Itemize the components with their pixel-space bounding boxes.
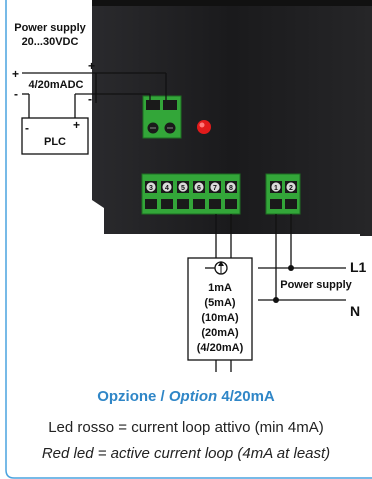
- terminal-number: 4: [165, 185, 169, 192]
- plc-label: PLC: [44, 136, 66, 148]
- mains-l1-label: L1: [350, 259, 367, 275]
- junction-l1: [288, 265, 294, 271]
- supply-plus-right: +: [88, 59, 95, 73]
- plc-box: [21, 117, 89, 155]
- terminal-block-left: 3 4 5 6 7 8: [141, 173, 241, 215]
- terminal-6: 6: [193, 181, 205, 209]
- terminal-number: 1: [274, 185, 278, 192]
- supply-minus-left: -: [14, 87, 18, 101]
- meter-box: [187, 257, 253, 361]
- meter-wires: [215, 214, 346, 372]
- terminal-number: 7: [213, 185, 217, 192]
- terminal-number: 8: [229, 185, 233, 192]
- meter-range-0: 1mA: [208, 282, 232, 294]
- caption-title: Opzione / Option 4/20mA: [0, 388, 372, 405]
- power-supply-panel: [8, 8, 92, 62]
- meter-range-1: (5mA): [204, 297, 236, 309]
- current-source-icon: [205, 261, 228, 275]
- supply-plus-left: +: [12, 67, 19, 81]
- supply-minus-right: -: [88, 92, 92, 106]
- meter-range-2: (10mA): [201, 312, 239, 324]
- power-supply-title-1: Power supply: [14, 22, 86, 34]
- caption-line-italian: Led rosso = current loop attivo (min 4mA…: [48, 419, 324, 436]
- red-led: [197, 120, 211, 134]
- junction-n: [273, 297, 279, 303]
- terminal-number: 3: [149, 185, 153, 192]
- terminal-4: 4: [161, 181, 173, 209]
- terminal-number: 6: [197, 185, 201, 192]
- caption-title-b: Option: [168, 388, 218, 405]
- caption-line-english: Red led = active current loop (4mA at le…: [41, 445, 331, 462]
- terminal-8: 8: [225, 181, 237, 209]
- mains-power-supply-label: Power supply: [280, 279, 352, 291]
- terminal-3: 3: [145, 181, 157, 209]
- caption-title-c: 4/20mA: [217, 388, 275, 405]
- terminal-number: 5: [181, 185, 185, 192]
- plc-minus: -: [25, 121, 29, 135]
- terminal-5: 5: [177, 181, 189, 209]
- meter-ranges: 1mA (5mA) (10mA) (20mA) (4/20mA): [197, 282, 244, 354]
- terminal-1: 1: [270, 181, 282, 209]
- caption-title-a: Opzione /: [97, 388, 169, 405]
- mains-n-label: N: [350, 303, 360, 319]
- meter-range-3: (20mA): [201, 327, 239, 339]
- signal-label: 4/20mADC: [28, 79, 83, 91]
- terminal-7: 7: [209, 181, 221, 209]
- plc-plus: +: [73, 118, 80, 132]
- terminal-block-top: [142, 95, 182, 139]
- device-top-edge: [92, 0, 372, 6]
- power-supply-title-2: 20...30VDC: [22, 36, 79, 48]
- supply-wires: [22, 72, 167, 118]
- terminal-number: 2: [289, 185, 293, 192]
- frame-border: [5, 0, 372, 479]
- meter-range-4: (4/20mA): [197, 342, 244, 354]
- terminal-2: 2: [285, 181, 297, 209]
